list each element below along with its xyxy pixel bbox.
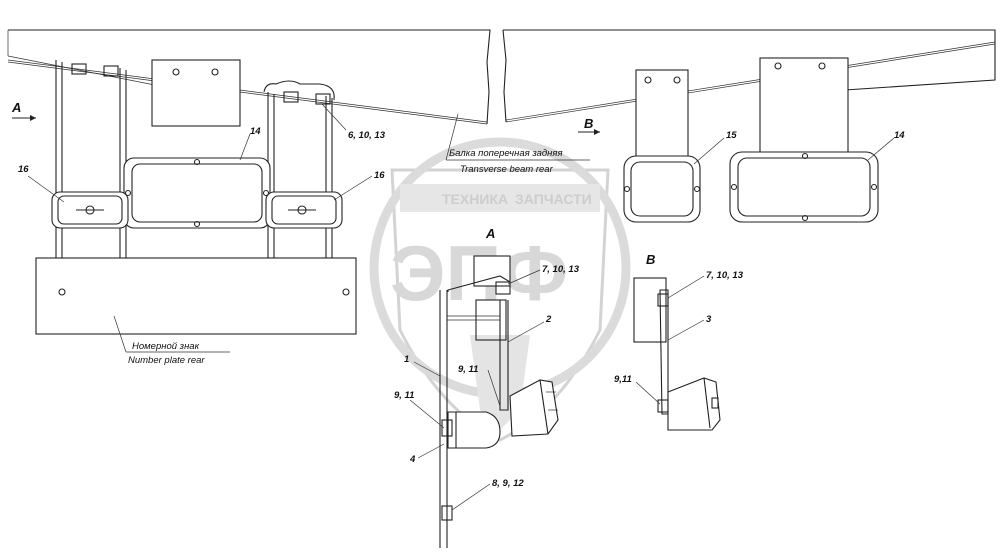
callout-4: 4 <box>409 454 416 465</box>
plate-label: Номерной знак Number plate rear <box>113 315 230 366</box>
lamp-14-right <box>729 151 879 223</box>
view-arrow-a: А <box>11 100 36 121</box>
callout-9-11-a-left: 9, 11 <box>394 390 414 401</box>
callout-9-11-b: 9,11 <box>614 374 632 385</box>
lamp-4 <box>447 411 501 449</box>
beam-label-ru: Балка поперечная задняя <box>449 148 563 159</box>
bracket-center-left <box>151 59 241 127</box>
watermark-line2: ЗАПЧАСТИ <box>515 191 592 207</box>
bolt-icon <box>211 68 219 76</box>
plate-label-ru: Номерной знак <box>132 341 200 352</box>
callout-3: 3 <box>706 314 712 325</box>
bolt-icon <box>172 68 180 76</box>
callout-15: 15 <box>726 130 737 141</box>
callout-16-left: 16 <box>18 164 29 175</box>
callout-6-10-13: 6, 10, 13 <box>348 130 386 141</box>
clamp <box>71 63 87 75</box>
beam-label: Балка поперечная задняя Transverse beam … <box>445 113 590 175</box>
bolt-icon <box>58 288 66 296</box>
callout-14-left: 14 <box>250 126 261 137</box>
view-b-detail: В <box>633 252 721 431</box>
callout-1: 1 <box>404 354 409 365</box>
callout-2: 2 <box>545 314 552 325</box>
bolt-icon <box>342 288 350 296</box>
clamp <box>315 93 331 105</box>
view-a-letter: А <box>11 100 21 115</box>
callout-7-10-13-a: 7, 10, 13 <box>542 264 580 275</box>
clamp <box>103 65 119 77</box>
view-a-detail: А <box>439 226 559 548</box>
plate-label-en: Number plate rear <box>128 355 205 366</box>
view-arrow-b: В <box>578 116 600 135</box>
callouts: 16 16 14 6, 10, 13 15 14 7, 10, 13 2 1 9… <box>18 103 905 511</box>
right-brackets <box>635 57 849 165</box>
view-b-letter: В <box>584 116 593 131</box>
callout-14-right: 14 <box>894 130 905 141</box>
lamp-16-right <box>265 191 343 229</box>
beam-label-en: Transverse beam rear <box>460 164 554 175</box>
lamp-14-left <box>123 157 271 229</box>
bracket-15 <box>635 69 689 165</box>
transverse-beam-left <box>7 29 491 125</box>
callout-7-10-13-b: 7, 10, 13 <box>706 270 744 281</box>
lamp-16-left <box>51 191 129 229</box>
number-plate <box>35 257 357 335</box>
callout-8-9-12: 8, 9, 12 <box>492 478 524 489</box>
transverse-beam-right <box>502 29 996 123</box>
bracket-14 <box>759 57 849 161</box>
callout-16-right: 16 <box>374 170 385 181</box>
view-a-title: А <box>485 226 495 241</box>
watermark-line1: ТЕХНИКА <box>442 191 508 207</box>
watermark-banner <box>400 184 600 212</box>
view-b-title: В <box>646 252 655 267</box>
callout-9-11-a-top: 9, 11 <box>458 364 478 375</box>
clamp <box>283 91 299 103</box>
lamp-15 <box>623 155 701 223</box>
